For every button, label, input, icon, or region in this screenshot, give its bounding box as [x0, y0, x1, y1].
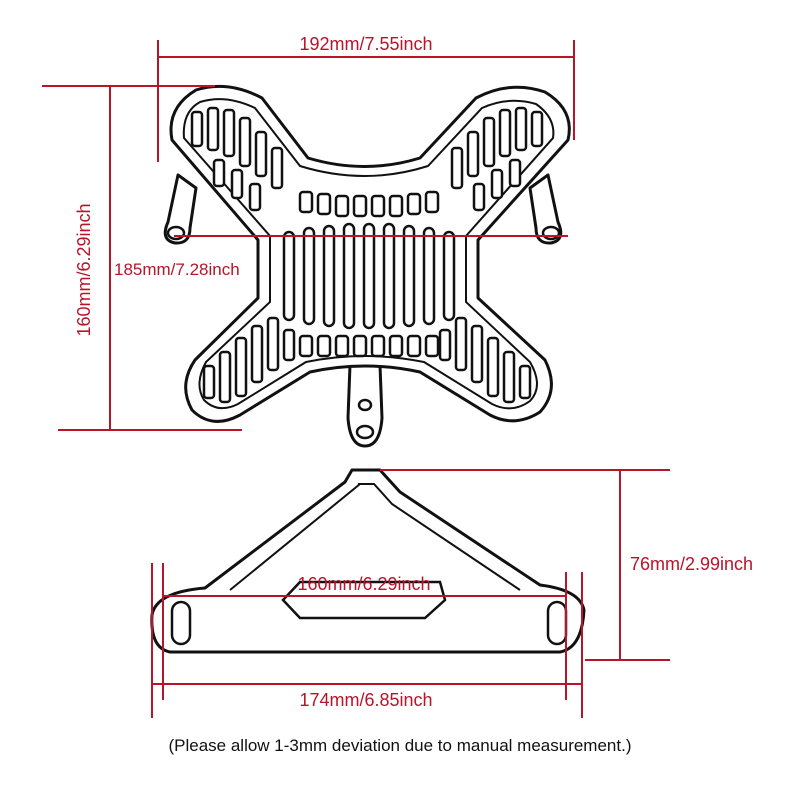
bracket-right-slot [546, 600, 568, 646]
dimension-top-width: 192mm/7.55inch [299, 34, 432, 54]
guard-center-slats [282, 190, 456, 358]
guard-lower-right-slats [438, 316, 532, 404]
mounting-bracket-drawing [150, 468, 586, 654]
bracket-left-slot [170, 600, 192, 646]
dimension-bracket-height: 76mm/2.99inch [630, 554, 753, 574]
dimension-bracket-width: 174mm/6.85inch [299, 690, 432, 710]
guard-upper-right-slats [450, 106, 544, 212]
bracket-cutout [281, 580, 447, 620]
dimension-top-height: 160mm/6.29inch [74, 203, 94, 336]
dimension-mount-span: 185mm/7.28inch [114, 260, 240, 279]
dimension-lines [42, 40, 670, 718]
guard-upper-left-slats [190, 106, 284, 212]
measurement-note: (Please allow 1-3mm deviation due to man… [168, 736, 632, 755]
headlight-guard-drawing [163, 84, 571, 448]
bracket-body [150, 468, 586, 654]
dimension-bracket-inner: 160mm/6.29inch [297, 574, 430, 594]
guard-lower-left-slats [202, 316, 296, 404]
